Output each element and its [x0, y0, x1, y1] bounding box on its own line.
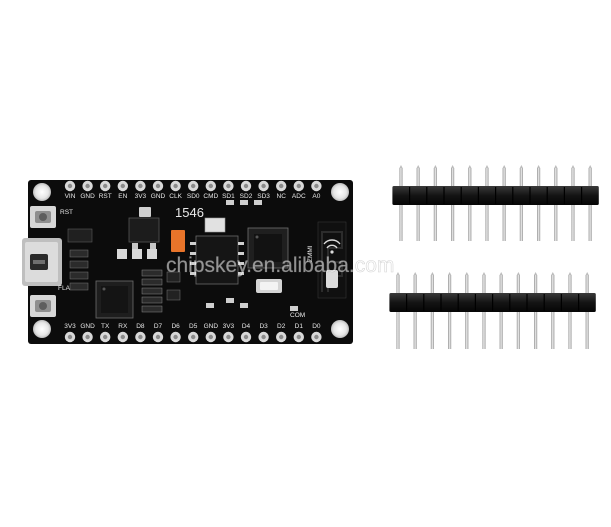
bottom-pin-label: D1 [295, 323, 304, 330]
top-pin-label: EN [118, 193, 127, 200]
bottom-pin-label: GND [204, 323, 219, 330]
top-pin-label: CLK [169, 193, 182, 200]
top-pin-pad [188, 180, 199, 192]
bottom-pin-label: D4 [242, 323, 251, 330]
flash-button [30, 295, 56, 317]
top-pin-label: SD3 [257, 193, 270, 200]
top-pin-label: A0 [312, 193, 320, 200]
bottom-pin-label: D6 [171, 323, 180, 330]
bottom-pin-pad [258, 331, 269, 343]
top-pin-label: NC [277, 193, 287, 200]
bottom-pin-pad [311, 331, 322, 343]
micro-usb-connector [22, 238, 62, 286]
top-pin-pad [240, 180, 252, 192]
top-pin-label: 3V3 [135, 193, 147, 200]
top-pin-pad [311, 180, 322, 192]
bottom-pin-pads [64, 331, 322, 343]
bottom-pin-label: D2 [277, 323, 286, 330]
top-pin-pad [82, 180, 93, 192]
top-pin-label: SD2 [240, 193, 253, 200]
top-pin-label: RST [99, 193, 112, 200]
bottom-pin-pad [170, 331, 181, 343]
voltage-regulator [128, 207, 160, 249]
bottom-pin-pad [188, 331, 199, 343]
small-capacitors [206, 200, 298, 311]
top-pin-pad [117, 180, 128, 192]
top-pin-label: SD0 [187, 193, 200, 200]
resistor-column [69, 249, 89, 291]
bottom-pin-label: D8 [136, 323, 145, 330]
top-pin-pad [152, 180, 164, 192]
top-pin-pad [276, 180, 287, 192]
top-pin-pad [223, 180, 234, 192]
top-pin-pad [293, 180, 304, 192]
top-pin-pad [100, 180, 111, 192]
lower-pin-header [389, 272, 596, 349]
regulator-chip [67, 228, 93, 243]
bottom-pin-labels: 3V3 GND TX RX D8 D7 D6 D5 GND 3V3 D4 D3 D2 D1 D0 [64, 323, 321, 330]
top-pin-pads [64, 180, 322, 192]
bottom-pin-label: RX [118, 323, 128, 330]
antenna-marking: ZMMI [307, 245, 314, 262]
bottom-pin-pad [135, 331, 146, 343]
bottom-pin-pad [152, 331, 164, 343]
mounting-hole [33, 320, 51, 338]
tantalum-capacitor [171, 230, 185, 252]
top-pin-pad [258, 180, 269, 192]
smd-pads [117, 249, 157, 259]
top-pin-label: VIN [65, 193, 76, 200]
date-code: 1546 [175, 205, 204, 220]
top-pin-label: GND [80, 193, 95, 200]
com-label: COM [290, 312, 305, 319]
bottom-pin-label: D0 [312, 323, 321, 330]
bottom-pin-pad [223, 331, 234, 343]
crystal-oscillator [256, 279, 282, 293]
top-pin-pad [135, 180, 146, 192]
bottom-pin-label: D3 [259, 323, 268, 330]
mounting-hole [331, 183, 349, 201]
pcb-antenna [317, 221, 347, 299]
top-pin-pad [205, 180, 216, 192]
transistors [166, 271, 181, 301]
bottom-pin-pad [293, 331, 304, 343]
bottom-pin-pad [240, 331, 252, 343]
bottom-pin-pad [117, 331, 128, 343]
bottom-pin-pad [276, 331, 287, 343]
bottom-pin-pad [100, 331, 111, 343]
resistor-array [141, 269, 163, 313]
watermark: chipskey.en.alibaba.com [166, 254, 394, 277]
small-connector [204, 217, 226, 233]
bottom-pin-pad [64, 331, 76, 343]
bottom-pin-label: 3V3 [223, 323, 235, 330]
top-pin-label: ADC [292, 193, 306, 200]
top-pin-pad [170, 180, 181, 192]
bottom-pin-label: TX [101, 323, 110, 330]
mounting-hole [33, 183, 51, 201]
top-pin-label: SD1 [222, 193, 235, 200]
wifi-soc-chip [247, 227, 289, 269]
bottom-pin-label: D7 [154, 323, 163, 330]
usb-serial-chip [95, 280, 134, 319]
bottom-pin-label: GND [80, 323, 95, 330]
mounting-hole [331, 320, 349, 338]
reset-button-label: RST [60, 209, 73, 216]
bottom-pin-pad [205, 331, 216, 343]
bottom-pin-label: 3V3 [64, 323, 76, 330]
top-pin-label: GND [151, 193, 166, 200]
top-pin-pad [64, 180, 76, 192]
top-pin-label: CMD [203, 193, 218, 200]
bottom-pin-label: D5 [189, 323, 198, 330]
flash-button-label: FLASH [58, 285, 79, 292]
bottom-pin-pad [82, 331, 93, 343]
reset-button [30, 206, 56, 228]
upper-pin-header [392, 165, 599, 241]
flash-memory-chip [190, 235, 244, 285]
